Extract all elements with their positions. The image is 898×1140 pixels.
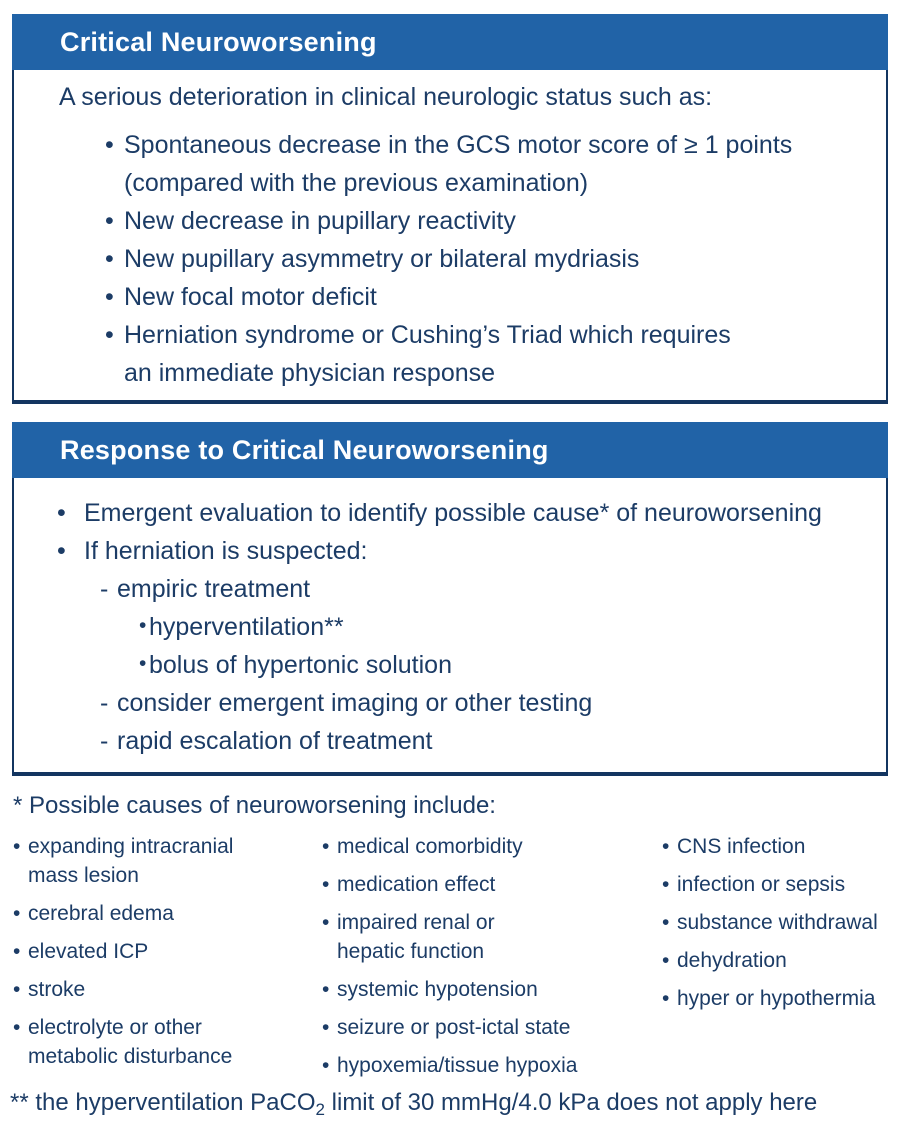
footnote-causes-heading: * Possible causes of neuroworsening incl…: [13, 792, 496, 819]
cause-stroke: stroke: [13, 975, 322, 1004]
cause-hyper-hypothermia: hyper or hypothermia: [662, 984, 898, 1013]
panel-critical-header: Critical Neuroworsening: [12, 14, 888, 70]
cause-electrolyte-disturbance: electrolyte or other metabolic disturban…: [13, 1013, 322, 1071]
causes-list-2: medical comorbidity medication effect im…: [322, 832, 662, 1080]
footnote-hyperventilation-suffix: limit of 30 mmHg/4.0 kPa does not apply …: [324, 1089, 818, 1116]
critical-signs-list: Spontaneous decrease in the GCS motor sc…: [59, 126, 868, 392]
cause-expanding-mass-lesion: expanding intracranial mass lesion: [13, 832, 322, 890]
causes-column-2: medical comorbidity medication effect im…: [322, 832, 662, 1080]
causes-column-3: CNS infection infection or sepsis substa…: [662, 832, 898, 1080]
list-item-focal-motor-deficit: New focal motor deficit: [105, 278, 868, 316]
cause-infection-sepsis: infection or sepsis: [662, 870, 898, 899]
footnote-paco2-subscript: 2: [315, 1100, 325, 1119]
list-item-hypertonic-bolus: bolus of hypertonic solution: [57, 645, 868, 684]
list-item-if-herniation-suspected: If herniation is suspected:: [57, 532, 868, 570]
cause-dehydration: dehydration: [662, 946, 898, 975]
list-item-herniation-syndrome: Herniation syndrome or Cushing’s Triad w…: [105, 316, 868, 392]
causes-column-1: expanding intracranial mass lesion cereb…: [13, 832, 322, 1080]
list-item-empiric-treatment: empiric treatment: [57, 570, 868, 608]
list-item-pupillary-reactivity: New decrease in pupillary reactivity: [105, 202, 868, 240]
footnote-causes-columns: expanding intracranial mass lesion cereb…: [13, 832, 898, 1080]
list-item-rapid-escalation: rapid escalation of treatment: [57, 722, 868, 760]
panel-response-body: Emergent evaluation to identify possible…: [12, 478, 888, 776]
cause-seizure-postictal: seizure or post-ictal state: [322, 1013, 662, 1042]
panel-critical-neuroworsening: Critical Neuroworsening A serious deteri…: [12, 14, 888, 404]
panel-critical-title: Critical Neuroworsening: [60, 27, 377, 57]
panel-response-neuroworsening: Response to Critical Neuroworsening Emer…: [12, 422, 888, 776]
list-item-gcs-decrease: Spontaneous decrease in the GCS motor sc…: [105, 126, 868, 202]
list-item-hyperventilation: hyperventilation**: [57, 607, 868, 646]
cause-cerebral-edema: cerebral edema: [13, 899, 322, 928]
cause-substance-withdrawal: substance withdrawal: [662, 908, 898, 937]
definition-lead: A serious deterioration in clinical neur…: [59, 83, 713, 111]
cause-hypoxemia: hypoxemia/tissue hypoxia: [322, 1051, 662, 1080]
footnote-hyperventilation-prefix: ** the hyperventilation PaCO: [10, 1089, 316, 1116]
list-item-emergent-imaging: consider emergent imaging or other testi…: [57, 684, 868, 722]
panel-critical-body: A serious deterioration in clinical neur…: [12, 70, 888, 404]
panel-response-title: Response to Critical Neuroworsening: [60, 435, 549, 465]
panel-response-header: Response to Critical Neuroworsening: [12, 422, 888, 478]
cause-impaired-renal-hepatic: impaired renal or hepatic function: [322, 908, 662, 966]
list-item-emergent-evaluation: Emergent evaluation to identify possible…: [57, 494, 868, 532]
cause-medical-comorbidity: medical comorbidity: [322, 832, 662, 861]
cause-systemic-hypotension: systemic hypotension: [322, 975, 662, 1004]
causes-list-3: CNS infection infection or sepsis substa…: [662, 832, 898, 1013]
cause-cns-infection: CNS infection: [662, 832, 898, 861]
cause-medication-effect: medication effect: [322, 870, 662, 899]
list-item-pupillary-asymmetry: New pupillary asymmetry or bilateral myd…: [105, 240, 868, 278]
footnote-hyperventilation: ** the hyperventilation PaCO2 limit of 3…: [10, 1088, 898, 1118]
cause-elevated-icp: elevated ICP: [13, 937, 322, 966]
causes-list-1: expanding intracranial mass lesion cereb…: [13, 832, 322, 1071]
